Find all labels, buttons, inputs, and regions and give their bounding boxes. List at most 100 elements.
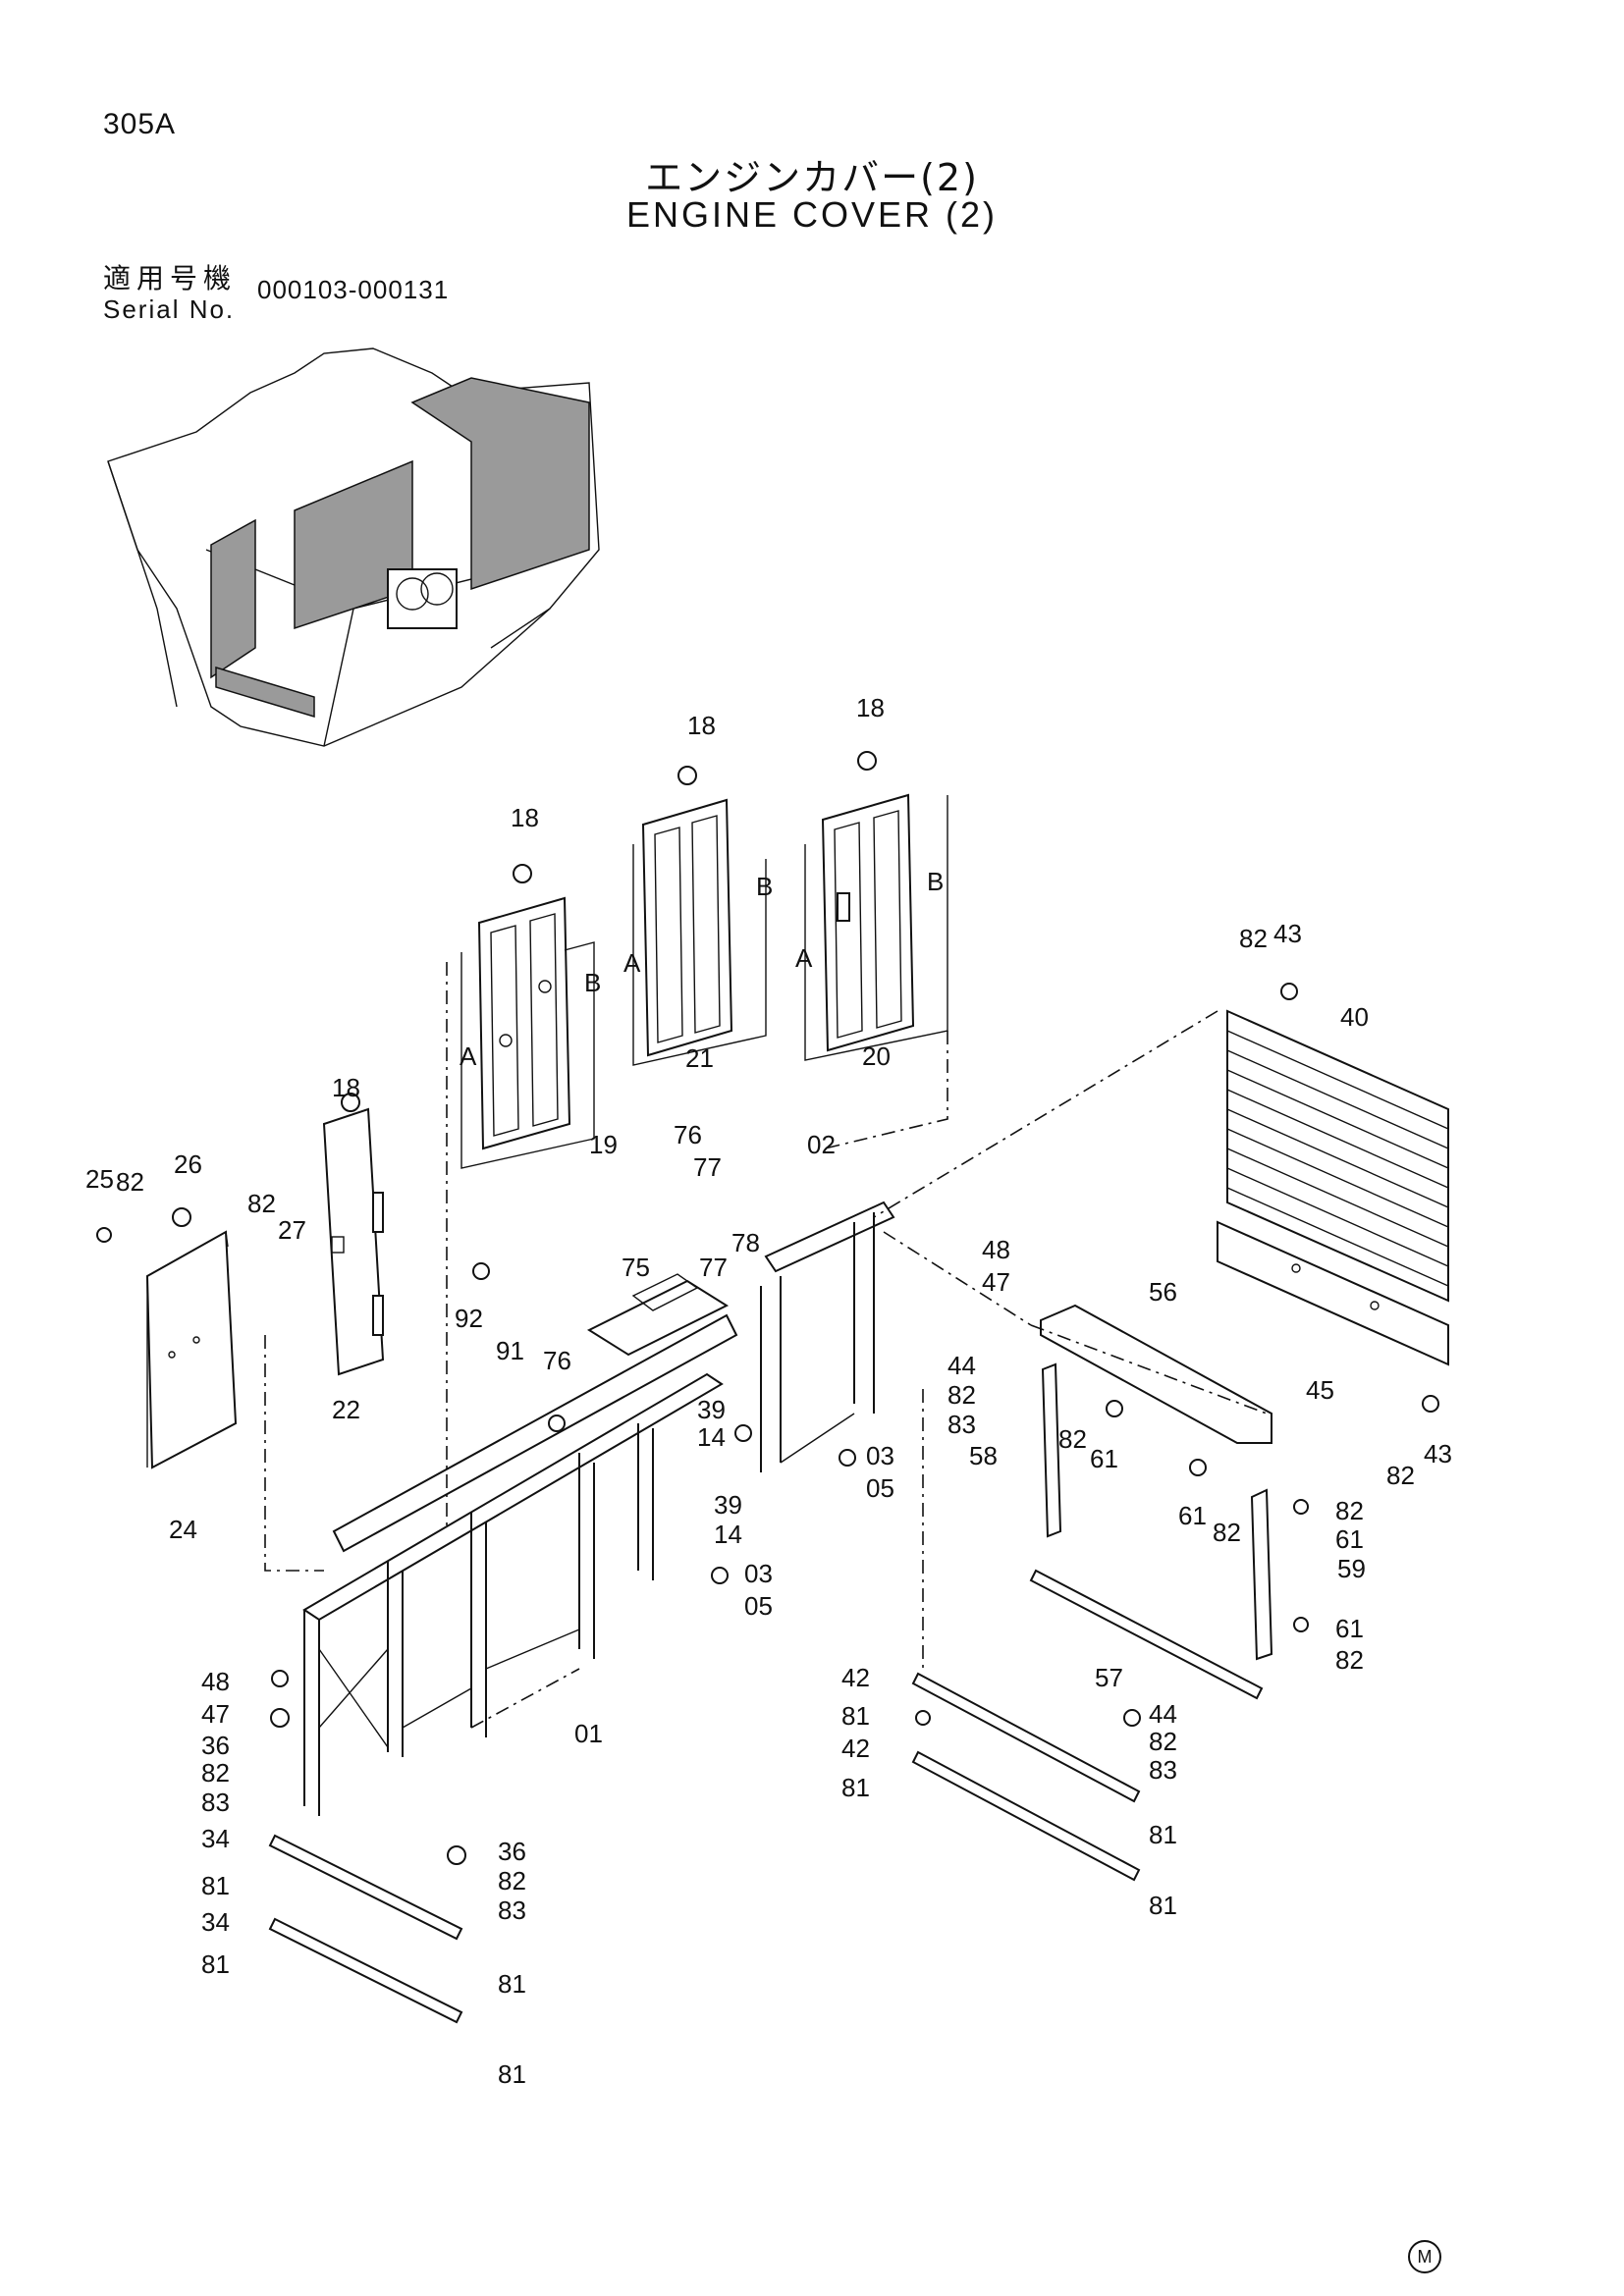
callout-45: 45 <box>1306 1375 1334 1405</box>
callout-82-d: 82 <box>1239 924 1268 953</box>
grille-40 <box>1226 1009 1449 1303</box>
callout-81-a: 81 <box>841 1701 870 1731</box>
callout-81-e: 81 <box>201 1871 230 1900</box>
serial-label-en: Serial No. <box>103 294 236 324</box>
door-panel-19 <box>477 896 571 1150</box>
callout-39-b: 39 <box>714 1490 742 1520</box>
callout-82-k: 82 <box>201 1758 230 1788</box>
step-75 <box>586 1273 730 1357</box>
bar-42-lower <box>911 1750 1141 1882</box>
callout-75: 75 <box>622 1253 650 1282</box>
callout-18-a: 18 <box>687 711 716 740</box>
callout-76-a: 76 <box>674 1120 702 1149</box>
page-title-en: ENGINE COVER (2) <box>625 194 999 235</box>
callout-05-a: 05 <box>866 1473 894 1503</box>
bar-57 <box>1029 1569 1264 1700</box>
callout-82-g: 82 <box>1213 1518 1241 1547</box>
callout-24: 24 <box>169 1515 197 1544</box>
callout-A-21: A <box>623 948 641 978</box>
callout-61-a: 61 <box>1090 1444 1118 1473</box>
callout-14-a: 14 <box>697 1422 726 1452</box>
cover-22 <box>322 1107 385 1376</box>
callout-34-b: 34 <box>201 1907 230 1937</box>
callout-48-b: 48 <box>201 1667 230 1696</box>
callout-58: 58 <box>969 1441 998 1470</box>
page-code: 305A <box>103 108 177 140</box>
callout-57: 57 <box>1095 1663 1123 1692</box>
post-58 <box>1041 1362 1062 1538</box>
callout-82-b: 82 <box>247 1189 276 1218</box>
callout-82-e: 82 <box>1386 1461 1415 1490</box>
callout-42-b: 42 <box>841 1734 870 1763</box>
callout-77-a: 77 <box>693 1152 722 1182</box>
callout-B-20: B <box>927 867 944 896</box>
post-59 <box>1250 1488 1273 1661</box>
callout-83-c: 83 <box>201 1788 230 1817</box>
callout-B-19: B <box>584 968 601 997</box>
callout-25: 25 <box>85 1164 114 1194</box>
callout-44-a: 44 <box>947 1351 976 1380</box>
callout-18-d: 18 <box>332 1073 360 1102</box>
callout-03-b: 03 <box>744 1559 773 1588</box>
bar-34-upper <box>268 1834 463 1941</box>
callout-77-b: 77 <box>699 1253 728 1282</box>
callout-05-b: 05 <box>744 1591 773 1621</box>
callout-76-b: 76 <box>543 1346 571 1375</box>
callout-40: 40 <box>1340 1002 1369 1032</box>
callout-36-b: 36 <box>498 1837 526 1866</box>
callout-labels: 18 18 18 18 19 20 21 22 24 25 26 27 82 8… <box>85 693 1452 2089</box>
callout-01: 01 <box>574 1719 603 1748</box>
callout-36-a: 36 <box>201 1731 230 1760</box>
bar-42-upper <box>911 1672 1141 1803</box>
callout-18-b: 18 <box>856 693 885 722</box>
callout-61-d: 61 <box>1335 1614 1364 1643</box>
callout-20: 20 <box>862 1041 891 1071</box>
callout-82-l: 82 <box>498 1866 526 1896</box>
door-panel-20 <box>821 793 915 1052</box>
footer-mark: M <box>1408 2240 1441 2273</box>
hardware-fasteners <box>96 751 1439 1865</box>
callout-34-a: 34 <box>201 1824 230 1853</box>
callout-39-a: 39 <box>697 1395 726 1424</box>
callout-A-20: A <box>795 943 813 973</box>
callout-27: 27 <box>278 1215 306 1245</box>
panel-24 <box>145 1230 238 1469</box>
callout-61-c: 61 <box>1335 1524 1364 1554</box>
callout-26: 26 <box>174 1149 202 1179</box>
callout-42-a: 42 <box>841 1663 870 1692</box>
callout-81-g: 81 <box>498 1969 526 1999</box>
machine-overview-sketch <box>107 347 600 747</box>
callout-59: 59 <box>1337 1554 1366 1583</box>
callout-82-i: 82 <box>1335 1645 1364 1675</box>
callout-81-h: 81 <box>498 2059 526 2089</box>
callout-78: 78 <box>731 1228 760 1257</box>
callout-56: 56 <box>1149 1277 1177 1307</box>
callout-A-19: A <box>460 1041 477 1071</box>
callout-82-h: 82 <box>1335 1496 1364 1525</box>
callout-14-b: 14 <box>714 1520 742 1549</box>
door-panel-21 <box>641 798 733 1057</box>
callout-83-a: 83 <box>947 1410 976 1439</box>
serial-range: 000103-000131 <box>257 275 450 304</box>
pillar-02 <box>760 1201 895 1472</box>
callout-43-a: 43 <box>1273 919 1302 948</box>
page-title-jp: エンジンカバー(2) <box>645 156 979 199</box>
rail-56 <box>1040 1304 1272 1444</box>
callout-B-21: B <box>756 872 773 901</box>
callout-47-b: 47 <box>201 1699 230 1729</box>
callout-03-a: 03 <box>866 1441 894 1470</box>
callout-02: 02 <box>807 1130 836 1159</box>
callout-47-a: 47 <box>982 1267 1010 1297</box>
callout-43-b: 43 <box>1424 1439 1452 1468</box>
callout-83-d: 83 <box>498 1896 526 1925</box>
callout-19: 19 <box>589 1130 618 1159</box>
callout-81-c: 81 <box>1149 1820 1177 1849</box>
callout-18-c: 18 <box>511 803 539 832</box>
frame-01 <box>302 1313 738 1816</box>
callout-82-f: 82 <box>1058 1424 1087 1454</box>
callout-83-b: 83 <box>1149 1755 1177 1785</box>
callout-22: 22 <box>332 1395 360 1424</box>
callout-81-f: 81 <box>201 1949 230 1979</box>
callout-44-b: 44 <box>1149 1699 1177 1729</box>
